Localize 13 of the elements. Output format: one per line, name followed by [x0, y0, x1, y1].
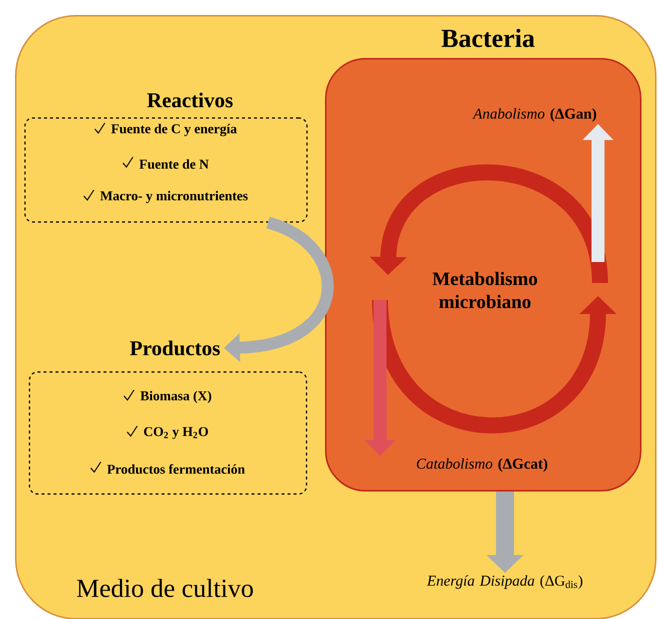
process-label: Catabolismo (ΔGcat) [416, 458, 548, 472]
list-item: CO$_{2}$ y H$_{2}$O [144, 427, 208, 439]
list-item: Fuente de N [139, 159, 209, 169]
list-item: Productos fermentación [107, 464, 245, 474]
process-label: Anabolismo (ΔGan) [472, 108, 596, 122]
list-item: Macro- y micronutrientes [100, 190, 248, 204]
list-item: Fuente de C y energía [111, 124, 237, 136]
list-heading: Productos [130, 340, 220, 356]
node-label: Bacteria [442, 28, 535, 48]
process-label: Energía Disipada (ΔG$_{dis}$) [426, 575, 582, 589]
list-item: Biomasa (X) [140, 390, 212, 404]
cycle-label: Metabolismo microbiano [432, 272, 538, 308]
list-heading: Reactivos [147, 92, 233, 108]
